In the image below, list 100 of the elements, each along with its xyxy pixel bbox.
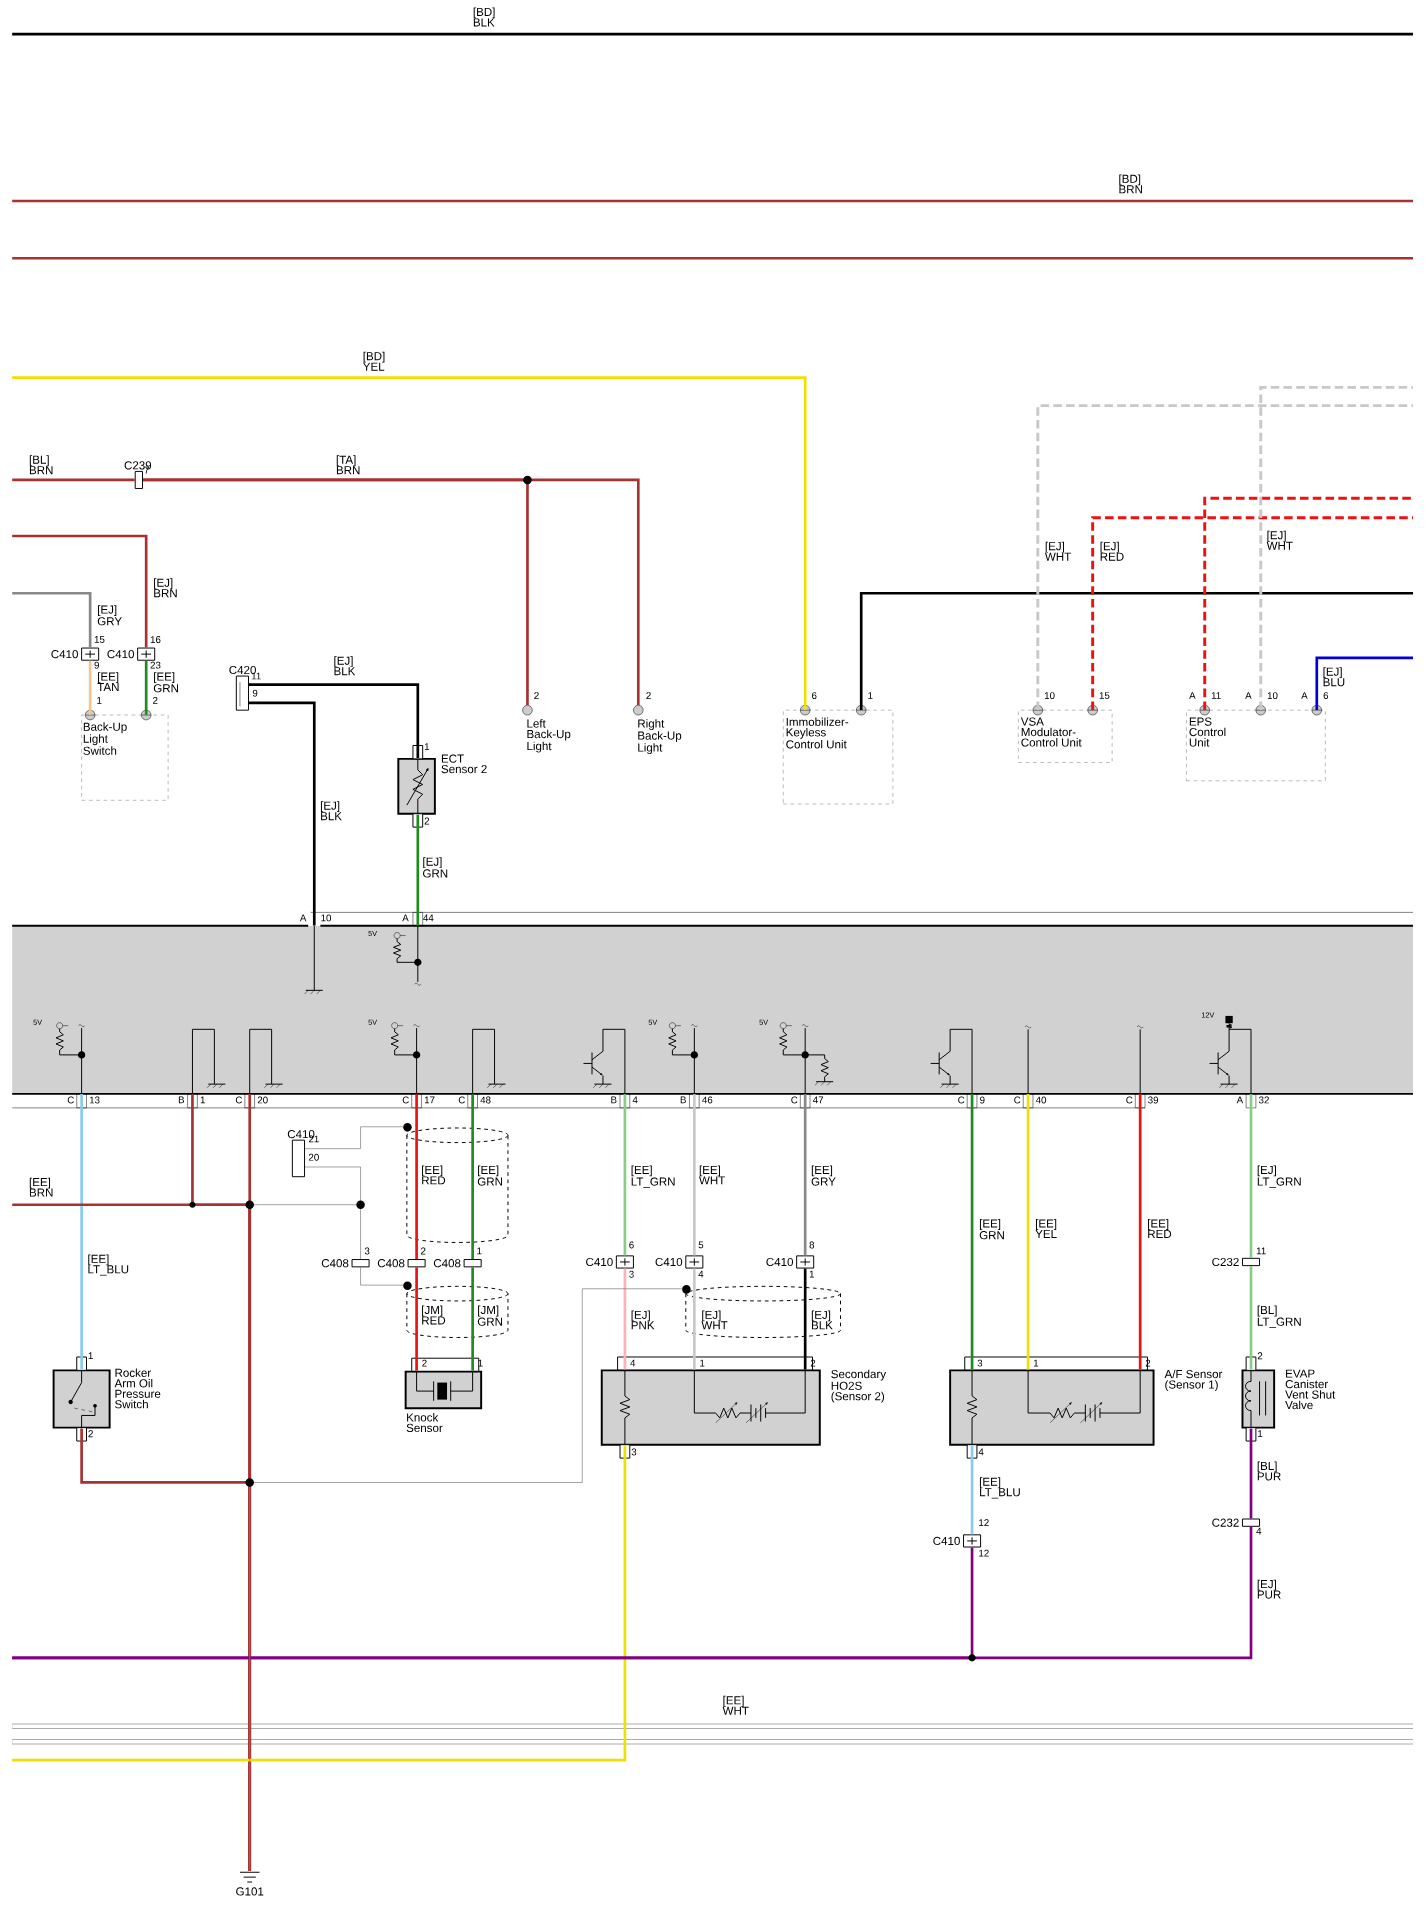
pin-number: C (458, 1096, 465, 1104)
pin-number: 20 (308, 1153, 319, 1161)
pin-number: 39 (1147, 1096, 1158, 1104)
pin-number: 23 (150, 661, 161, 669)
pin-number: 10 (321, 914, 331, 922)
node-label: A/F Sensor (Sensor 1) (1164, 1369, 1223, 1391)
pin-number: 12 (978, 1549, 989, 1557)
wire (12, 376, 807, 710)
wire (1203, 496, 1413, 710)
wire-label: [EJ] BLU (1321, 666, 1345, 687)
node-label: Knock Sensor (406, 1413, 443, 1432)
wire-label: [EJ] WHT (700, 1309, 728, 1331)
wire (1315, 656, 1413, 710)
wire (415, 1094, 418, 1260)
wire (304, 1126, 404, 1150)
pin-number: C (1014, 1096, 1021, 1104)
pin-number: 11 (1211, 692, 1221, 699)
pin-number: 11 (251, 672, 261, 680)
pin-number: 3 (977, 1359, 982, 1367)
wire-label: [EJ] PUR (1255, 1578, 1281, 1600)
pin-number: 32 (1258, 1096, 1269, 1104)
pin-number: B (611, 1096, 617, 1104)
pin-number: A (1245, 692, 1252, 699)
pin-number: 3 (631, 1448, 636, 1456)
wire (623, 1094, 627, 1256)
wire-label: [EE] GRN (152, 671, 178, 694)
pin-number: 10 (1267, 692, 1278, 700)
pin-number: 6 (811, 692, 817, 700)
pin-number: 10 (1044, 692, 1055, 700)
wire-label: [BL] LT_GRN (1255, 1304, 1301, 1329)
wire-label: [EJ] GRY (96, 604, 122, 627)
wire-label: [EJ] PNK (629, 1309, 655, 1331)
pin-number: 8 (809, 1241, 814, 1249)
wire (88, 660, 92, 715)
light-terminal: Right Back-Up Light (632, 705, 681, 754)
wire (1091, 516, 1413, 710)
pin-number: 2 (424, 817, 429, 825)
wire (1036, 404, 1413, 710)
node-label: ECT Sensor 2 (441, 754, 487, 774)
wire (1259, 385, 1413, 710)
wire-label: [EE] LT_GRN (629, 1164, 675, 1189)
wire-label: [EJ] WHT (1043, 541, 1071, 562)
pin-number: C (402, 1096, 409, 1104)
pin-number: 1 (1257, 1430, 1263, 1438)
wire (803, 1268, 807, 1370)
wire (142, 478, 640, 706)
wire-label: [EJ] WHT (1265, 530, 1293, 551)
wire (12, 1526, 1253, 1660)
pin-number: 4 (978, 1448, 984, 1456)
wire (12, 1203, 251, 1871)
pin-number: 1 (700, 1359, 705, 1367)
pin-number: 3 (628, 1270, 634, 1278)
wire (623, 1268, 627, 1370)
pin-number: 2 (646, 692, 651, 699)
wire (1026, 1094, 1030, 1370)
pin-number: 4 (630, 1359, 635, 1367)
pin-number: 5 (698, 1241, 704, 1249)
wire-label: [EJ] LT_GRN (1255, 1164, 1301, 1189)
wire (12, 591, 92, 648)
wire-label: [EE] GRY (810, 1164, 836, 1187)
wire (249, 1288, 683, 1872)
pin-number: 44 (422, 914, 434, 922)
wire (970, 1445, 974, 1535)
pin-number: 4 (1256, 1527, 1262, 1535)
wire (416, 814, 419, 926)
wire-label: [EE] LT_BLU (86, 1253, 128, 1277)
pin-number: 1 (1033, 1359, 1038, 1367)
wire-label: [EE] GRN (476, 1164, 502, 1187)
pin-number: 9 (252, 689, 258, 697)
pin-number: 2 (152, 697, 158, 704)
wire-label: [EJ] GRN (421, 856, 447, 879)
control-unit-box: EPS Control Unit (1186, 705, 1326, 782)
pin-number: 13 (89, 1096, 100, 1104)
pin-number: 9 (979, 1096, 985, 1104)
wire (1249, 1094, 1253, 1258)
pin-number: 17 (424, 1096, 435, 1104)
pin-number: 9 (94, 661, 99, 669)
pin-number: 2 (1145, 1359, 1150, 1367)
wire-label: [BD] YEL (361, 351, 385, 372)
pin-number: C (67, 1096, 74, 1104)
wire (304, 1166, 361, 1260)
wire-label: [BL] BRN (28, 454, 53, 475)
pin-number: 15 (94, 636, 105, 643)
pin-number: 11 (1256, 1247, 1266, 1255)
node-label: Right Back-Up Light (638, 719, 682, 754)
control-unit-box: VSA Modulator-Control Unit (1017, 705, 1113, 763)
pin-number: 4 (632, 1096, 638, 1104)
wire (471, 1267, 474, 1371)
switch-box: Back-Up Light Switch (81, 709, 169, 801)
wire-label: [EJ] BRN (152, 577, 177, 598)
pin-number: C (1126, 1096, 1133, 1104)
node-label: Secondary HO2S (Sensor 2) (831, 1369, 886, 1403)
pin-number: 12 (978, 1519, 989, 1527)
wire-label: [EE] YEL (1034, 1218, 1057, 1239)
pin-number: 6 (1323, 692, 1328, 700)
wire-label: [EE] RED (420, 1164, 445, 1186)
control-unit-box: Immobilizer-Keyless Control Unit (782, 705, 893, 805)
pin-number: 6 (629, 1241, 634, 1249)
pin-number: 1 (200, 1096, 205, 1104)
wire-label: [EJ] BLK (319, 800, 342, 821)
